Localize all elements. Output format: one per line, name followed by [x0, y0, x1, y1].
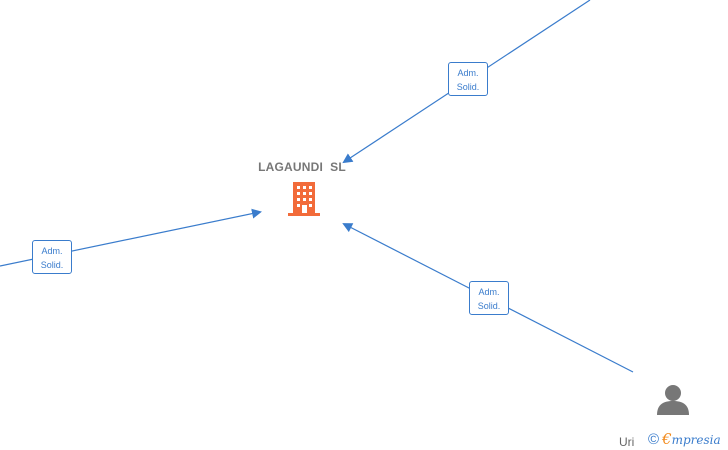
building-icon[interactable] — [288, 182, 320, 216]
brand-watermark: © €mpresia — [648, 429, 721, 449]
edge-label-line2: Solid. — [477, 301, 501, 311]
edge-label-line2: Solid. — [456, 82, 480, 92]
empresia-logo: €mpresia — [662, 430, 721, 448]
edge-label-line1: Adm. — [478, 287, 500, 297]
edge-label-bottom-right[interactable]: Adm. Solid. — [469, 281, 509, 315]
edge-label-left[interactable]: Adm. Solid. — [32, 240, 72, 274]
company-name[interactable]: LAGAUNDI SL — [258, 160, 346, 174]
edge-label-line1: Adm. — [457, 68, 479, 78]
copyright-icon: © — [648, 430, 660, 448]
edge-label-line1: Adm. — [41, 246, 63, 256]
person-name[interactable]: Uri — [619, 435, 635, 449]
edge-label-line2: Solid. — [40, 260, 64, 270]
person-icon[interactable] — [656, 384, 690, 416]
logo-rest: mpresia — [671, 433, 721, 447]
logo-initial: € — [662, 430, 672, 448]
edge-label-top-right[interactable]: Adm. Solid. — [448, 62, 488, 96]
